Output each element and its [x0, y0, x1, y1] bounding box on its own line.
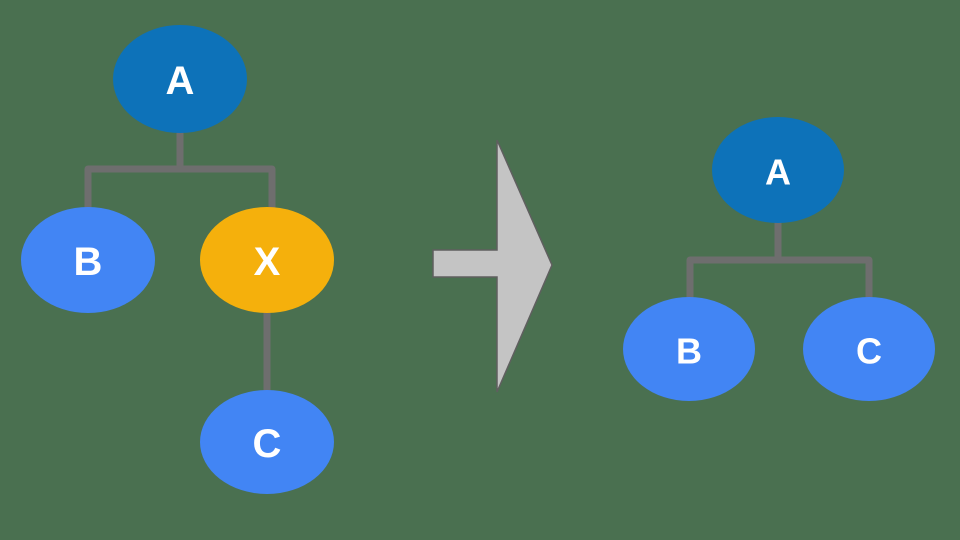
after-tree-connectors	[686, 218, 873, 304]
node-right-c-label: C	[856, 331, 882, 372]
node-right-c[interactable]: C	[803, 297, 935, 401]
node-left-x[interactable]: X	[200, 207, 334, 313]
connector-a-to-b-and-x	[84, 165, 276, 215]
node-right-a[interactable]: A	[712, 117, 844, 223]
transform-arrow	[432, 139, 553, 393]
after-tree: A B C	[623, 117, 935, 401]
node-left-a-label: A	[166, 59, 195, 103]
transform-arrow-icon	[432, 139, 553, 393]
node-right-c-shape	[803, 297, 935, 401]
node-right-a-label: A	[765, 152, 791, 193]
node-right-b[interactable]: B	[623, 297, 755, 401]
node-right-a-shape	[712, 117, 844, 223]
node-left-b[interactable]: B	[21, 207, 155, 313]
node-left-b-label: B	[74, 240, 103, 284]
node-left-c[interactable]: C	[200, 390, 334, 494]
node-left-c-shape	[200, 390, 334, 494]
before-tree-connectors	[84, 129, 276, 396]
before-tree: A B X C	[21, 25, 334, 494]
node-right-b-shape	[623, 297, 755, 401]
node-left-c-label: C	[253, 422, 282, 466]
node-left-x-label: X	[254, 240, 281, 284]
node-left-b-shape	[21, 207, 155, 313]
connector-a-to-b-and-c	[686, 256, 873, 304]
node-left-a[interactable]: A	[113, 25, 247, 133]
node-left-a-shape	[113, 25, 247, 133]
node-left-x-shape	[200, 207, 334, 313]
node-right-b-label: B	[676, 331, 702, 372]
